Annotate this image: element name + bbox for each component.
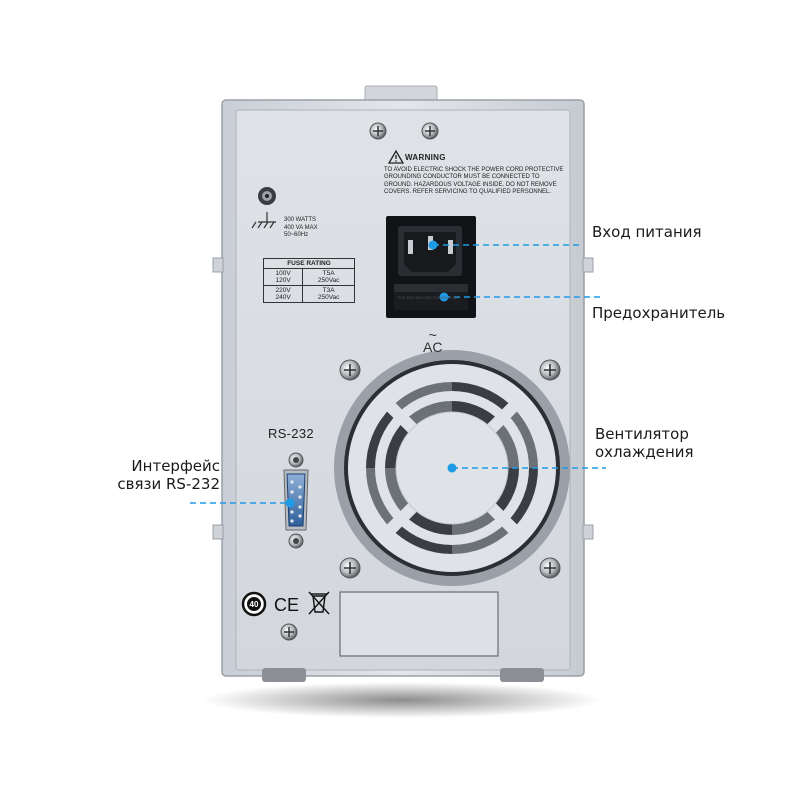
fuse-rate: T5A xyxy=(322,270,335,277)
fuse-volt: 220V xyxy=(275,287,291,294)
callout-fuse: Предохранитель xyxy=(592,304,726,322)
ce-mark-icon: CE xyxy=(274,595,299,615)
callout-dot xyxy=(447,463,457,473)
ac-label: ~ AC xyxy=(423,327,443,355)
rs232-connector[interactable] xyxy=(283,452,309,549)
power-watts: 300 WATTS xyxy=(284,217,317,223)
power-spec: 300 WATTS 400 VA MAX 50~60Hz xyxy=(284,217,364,240)
power-va: 400 VA MAX xyxy=(284,224,318,231)
fuse-holder[interactable] xyxy=(394,284,468,310)
callout-fan-line2: охлаждения xyxy=(595,443,694,461)
fuse-volt: 100V xyxy=(275,270,291,277)
screw xyxy=(339,359,361,381)
callout-rs-line1: Интерфейс xyxy=(131,457,220,475)
weee-bin-icon xyxy=(308,591,330,615)
warning-icon xyxy=(387,149,405,164)
fuse-table-header: FUSE RATING xyxy=(263,258,355,269)
rs232-label: RS-232 xyxy=(268,426,314,441)
ground-terminal xyxy=(258,187,276,205)
label-plate xyxy=(339,591,499,657)
callout-dot xyxy=(285,498,295,508)
callout-lines xyxy=(190,244,606,504)
fuse-volt: 120V xyxy=(275,277,291,284)
eco-40-label: 40 xyxy=(250,600,259,609)
warning-text: TO AVOID ELECTRIC SHOCK THE POWER CORD P… xyxy=(384,167,564,196)
screw xyxy=(339,557,361,579)
callout-rs232: Интерфейс связи RS-232 xyxy=(117,457,220,493)
ac-text: AC xyxy=(423,339,443,355)
eco-40-icon xyxy=(241,591,267,617)
callout-dot xyxy=(428,240,438,250)
callout-rs-line2: связи RS-232 xyxy=(117,475,220,493)
power-freq: 50~60Hz xyxy=(284,232,309,238)
fuse-rate: T3A xyxy=(322,287,335,294)
ground-icon xyxy=(251,212,276,229)
screw xyxy=(539,557,561,579)
fuse-rate: 250Vac xyxy=(317,277,340,284)
fuse-volt: 240V xyxy=(275,294,291,301)
fuse-holder-text: FOR 220V-240V USE T3A 250V FUSE xyxy=(398,296,459,300)
warning-title: WARNING xyxy=(405,153,446,162)
screw xyxy=(421,122,439,140)
callout-dot xyxy=(439,292,449,302)
callout-power-input: Вход питания xyxy=(592,223,702,241)
callout-cooling-fan: Вентилятор охлаждения xyxy=(595,425,694,461)
ac-tilde: ~ xyxy=(428,327,437,343)
screw xyxy=(369,122,387,140)
fuse-rate: 250Vac xyxy=(317,294,340,301)
callout-fan-line1: Вентилятор xyxy=(595,425,689,443)
screw xyxy=(280,623,298,641)
screw xyxy=(539,359,561,381)
